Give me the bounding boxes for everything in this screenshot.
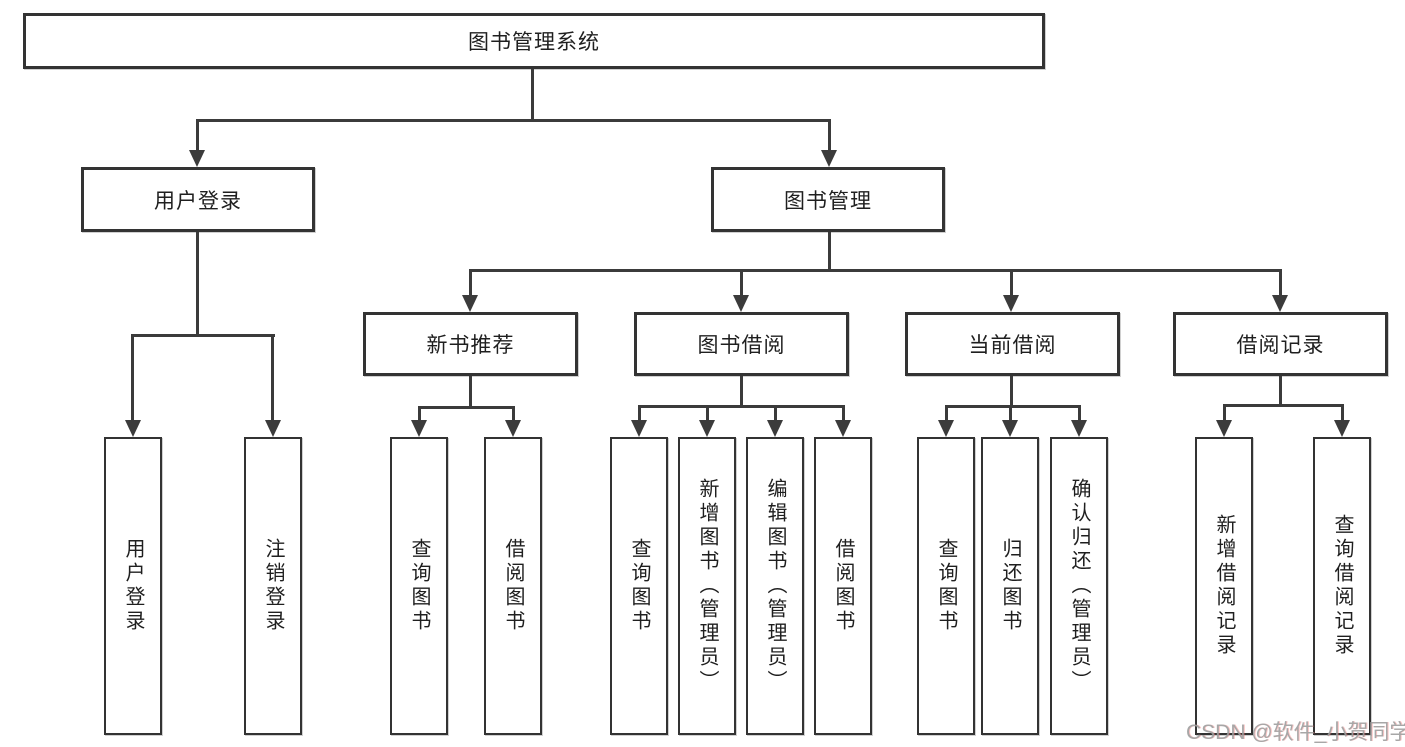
connector-line xyxy=(197,119,831,122)
connector-line xyxy=(196,232,199,337)
leaf-query-borrow-record: 查询借阅记录 xyxy=(1313,437,1371,735)
node-root: 图书管理系统 xyxy=(23,13,1045,69)
node-book-management-label: 图书管理 xyxy=(784,189,872,213)
connector-line xyxy=(638,405,845,408)
leaf-borrowing-query-books-label: 查询图书 xyxy=(628,538,650,634)
leaf-current-query-books-label: 查询图书 xyxy=(935,538,957,634)
connector-line xyxy=(512,406,515,423)
arrowhead-down xyxy=(1003,295,1019,312)
leaf-confirm-return-admin-label: 确认归还（管理员） xyxy=(1068,478,1090,694)
leaf-add-book-admin-label: 新增图书（管理员） xyxy=(696,478,718,694)
arrowhead-down xyxy=(411,420,427,437)
arrowhead-down xyxy=(821,150,837,167)
node-new-book-recommend: 新书推荐 xyxy=(363,312,578,376)
node-book-borrowing: 图书借阅 xyxy=(634,312,849,376)
connector-line xyxy=(1009,405,1012,423)
connector-line xyxy=(706,405,709,423)
leaf-newbooks-query-books: 查询图书 xyxy=(390,437,448,735)
arrowhead-down xyxy=(462,295,478,312)
leaf-edit-book-admin-label: 编辑图书（管理员） xyxy=(764,478,786,694)
arrowhead-down xyxy=(631,420,647,437)
connector-line xyxy=(1279,269,1282,297)
connector-line xyxy=(828,119,831,152)
connector-line xyxy=(1078,405,1081,423)
leaf-confirm-return-admin: 确认归还（管理员） xyxy=(1050,437,1108,735)
connector-line xyxy=(740,376,743,408)
node-root-label: 图书管理系统 xyxy=(468,31,600,54)
arrowhead-down xyxy=(125,420,141,437)
node-current-borrowing-label: 当前借阅 xyxy=(968,334,1057,357)
connector-line xyxy=(469,376,472,409)
connector-line xyxy=(132,334,275,337)
node-user-login: 用户登录 xyxy=(81,167,315,232)
node-book-management: 图书管理 xyxy=(711,167,945,232)
connector-line xyxy=(842,405,845,423)
leaf-user-login: 用户登录 xyxy=(104,437,162,735)
arrowhead-down xyxy=(699,420,715,437)
leaf-query-borrow-record-label: 查询借阅记录 xyxy=(1331,514,1353,658)
leaf-edit-book-admin: 编辑图书（管理员） xyxy=(746,437,804,735)
arrowhead-down xyxy=(1002,420,1018,437)
leaf-newbooks-borrow-books-label: 借阅图书 xyxy=(502,538,524,634)
leaf-borrowing-borrow-books: 借阅图书 xyxy=(814,437,872,735)
arrowhead-down xyxy=(1216,420,1232,437)
leaf-add-book-admin: 新增图书（管理员） xyxy=(678,437,736,735)
arrowhead-down xyxy=(938,420,954,437)
leaf-newbooks-borrow-books: 借阅图书 xyxy=(484,437,542,735)
connector-line xyxy=(774,405,777,423)
node-book-borrowing-label: 图书借阅 xyxy=(697,334,786,357)
connector-line xyxy=(418,406,421,423)
leaf-logout-label: 注销登录 xyxy=(262,538,284,634)
connector-line xyxy=(740,269,743,297)
leaf-add-borrow-record: 新增借阅记录 xyxy=(1195,437,1253,735)
arrowhead-down xyxy=(1334,420,1350,437)
connector-line xyxy=(828,232,831,272)
node-borrowing-records-label: 借阅记录 xyxy=(1236,334,1325,357)
leaf-add-borrow-record-label: 新增借阅记录 xyxy=(1213,514,1235,658)
arrowhead-down xyxy=(189,150,205,167)
leaf-borrowing-query-books: 查询图书 xyxy=(610,437,668,735)
arrowhead-down xyxy=(1071,420,1087,437)
arrowhead-down xyxy=(767,420,783,437)
connector-line xyxy=(418,406,515,409)
leaf-return-books-label: 归还图书 xyxy=(999,538,1021,634)
connector-line xyxy=(945,405,948,423)
leaf-logout: 注销登录 xyxy=(244,437,302,735)
node-current-borrowing: 当前借阅 xyxy=(905,312,1120,376)
arrowhead-down xyxy=(265,420,281,437)
connector-line xyxy=(1223,404,1344,407)
connector-line xyxy=(271,334,274,422)
connector-line xyxy=(1341,404,1344,423)
connector-line xyxy=(1279,376,1282,407)
arrowhead-down xyxy=(835,420,851,437)
connector-line xyxy=(638,405,641,423)
leaf-return-books: 归还图书 xyxy=(981,437,1039,735)
connector-line xyxy=(196,119,199,152)
leaf-current-query-books: 查询图书 xyxy=(917,437,975,735)
node-user-login-label: 用户登录 xyxy=(154,189,242,213)
connector-line xyxy=(531,69,534,120)
connector-line xyxy=(945,405,1081,408)
connector-line xyxy=(1010,269,1013,297)
node-borrowing-records: 借阅记录 xyxy=(1173,312,1388,376)
node-new-book-recommend-label: 新书推荐 xyxy=(426,334,515,357)
arrowhead-down xyxy=(1272,295,1288,312)
connector-line xyxy=(469,269,1282,272)
leaf-newbooks-query-books-label: 查询图书 xyxy=(408,538,430,634)
connector-line xyxy=(1010,376,1013,408)
arrowhead-down xyxy=(733,295,749,312)
connector-line xyxy=(131,334,134,422)
arrowhead-down xyxy=(505,420,521,437)
csdn-watermark: CSDN @软件_小贺同学 xyxy=(1186,721,1405,744)
leaf-user-login-label: 用户登录 xyxy=(122,538,144,634)
leaf-borrowing-borrow-books-label: 借阅图书 xyxy=(832,538,854,634)
connector-line xyxy=(469,269,472,297)
connector-line xyxy=(1223,404,1226,423)
